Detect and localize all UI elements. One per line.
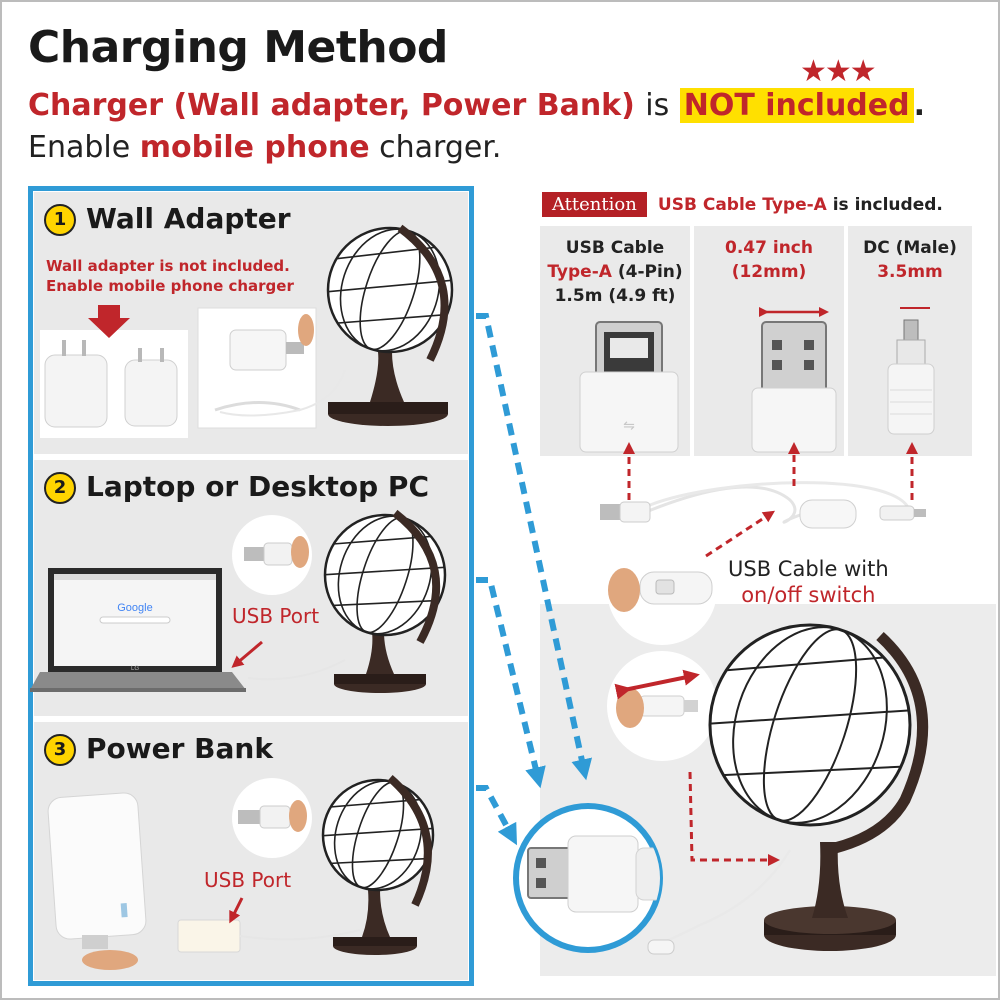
switch-label-line1: USB Cable with [728,557,889,581]
globe-lamp-large [647,623,928,955]
spec-label: USB Cable Type-A (4-Pin) 1.5m (4.9 ft) [540,236,690,308]
lg-logo: LG [131,666,139,672]
spec-line: 1.5m (4.9 ft) [554,286,676,306]
charger-is: is [645,88,670,123]
attention-text: USB Cable Type-A is included. [658,195,943,215]
spec-line: USB Cable [565,238,665,258]
spec-label: 0.47 inch (12mm) [694,236,844,284]
panel-title-text: Power Bank [86,732,273,765]
spec-pointer-arrows [623,442,918,558]
spec-line: 3.5mm [877,262,943,282]
switch-label: USB Cable with on/off switch [728,556,889,608]
spec-line: Type-A (4-Pin) [540,260,690,284]
usb-a-connector-side [751,307,837,453]
switch-label-line2: on/off switch [741,583,876,607]
charger-types: Charger (Wall adapter, Power Bank) [28,88,635,123]
blue-pointer-arrows [476,313,593,846]
plug-insert-arrow-icon [614,669,700,700]
attention-badge: Attention [542,192,647,217]
number-badge: 2 [44,472,76,504]
panel-title-text: Laptop or Desktop PC [86,470,429,503]
spec-label: DC (Male) 3.5mm [848,236,972,284]
spec-line: (12mm) [731,262,807,282]
down-arrow-icon [88,305,130,338]
page-title: Charging Method [28,22,448,73]
usb-port-label: USB Port [232,604,320,628]
dc-plug-zoom [607,651,717,761]
panel-title: 2 Laptop or Desktop PC [44,470,429,504]
number-badge: 1 [44,204,76,236]
usb-switch-cable [600,481,926,529]
not-included-highlight: NOT included [679,88,914,123]
power-bank-image [47,778,361,970]
globe-lamp-2 [323,509,447,693]
charger-period: . [913,88,926,123]
wall-adapter-images [40,305,317,438]
switch-zoom [607,535,717,645]
port-arrow-icon [231,640,263,668]
usb-port-label: USB Port [204,868,292,892]
wall-note-2: Enable mobile phone charger [46,277,294,295]
number-badge: 3 [44,734,76,766]
spec-line: DC (Male) [863,238,957,258]
spec-red: Type-A [547,262,612,282]
spec-plain: (4-Pin) [617,262,683,282]
attention-line: Attention USB Cable Type-A is included. [542,192,943,217]
usb-a-connector-front: ⇋ [579,321,679,453]
panel-title: 1 Wall Adapter [44,202,291,236]
charger-text: charger. [379,130,502,165]
wall-note-1: Wall adapter is not included. [46,257,290,275]
globe-lamp-1 [219,224,454,426]
port-arrow-icon [229,897,244,924]
panel-title: 3 Power Bank [44,732,273,766]
laptop-image: Google LG [30,515,346,692]
included-text: is included. [832,195,943,215]
usb-plug-zoom [513,803,663,953]
dc-connector [887,307,935,435]
dc-input-arrow-icon [688,771,780,866]
google-logo: Google [117,602,152,614]
globe-lamp-3 [321,774,435,955]
usb-symbol-icon: ⇋ [623,418,635,434]
charger-notice: Charger (Wall adapter, Power Bank) is NO… [28,88,925,123]
enable-text: Enable [28,130,131,165]
cable-type-text: USB Cable Type-A [657,195,827,215]
mobile-phone-text: mobile phone [139,130,370,165]
spec-line: 0.47 inch [725,238,813,258]
panel-title-text: Wall Adapter [86,202,291,235]
phone-charger-notice: Enable mobile phone charger. [28,130,501,165]
rating-stars: ★★★ [800,54,877,89]
